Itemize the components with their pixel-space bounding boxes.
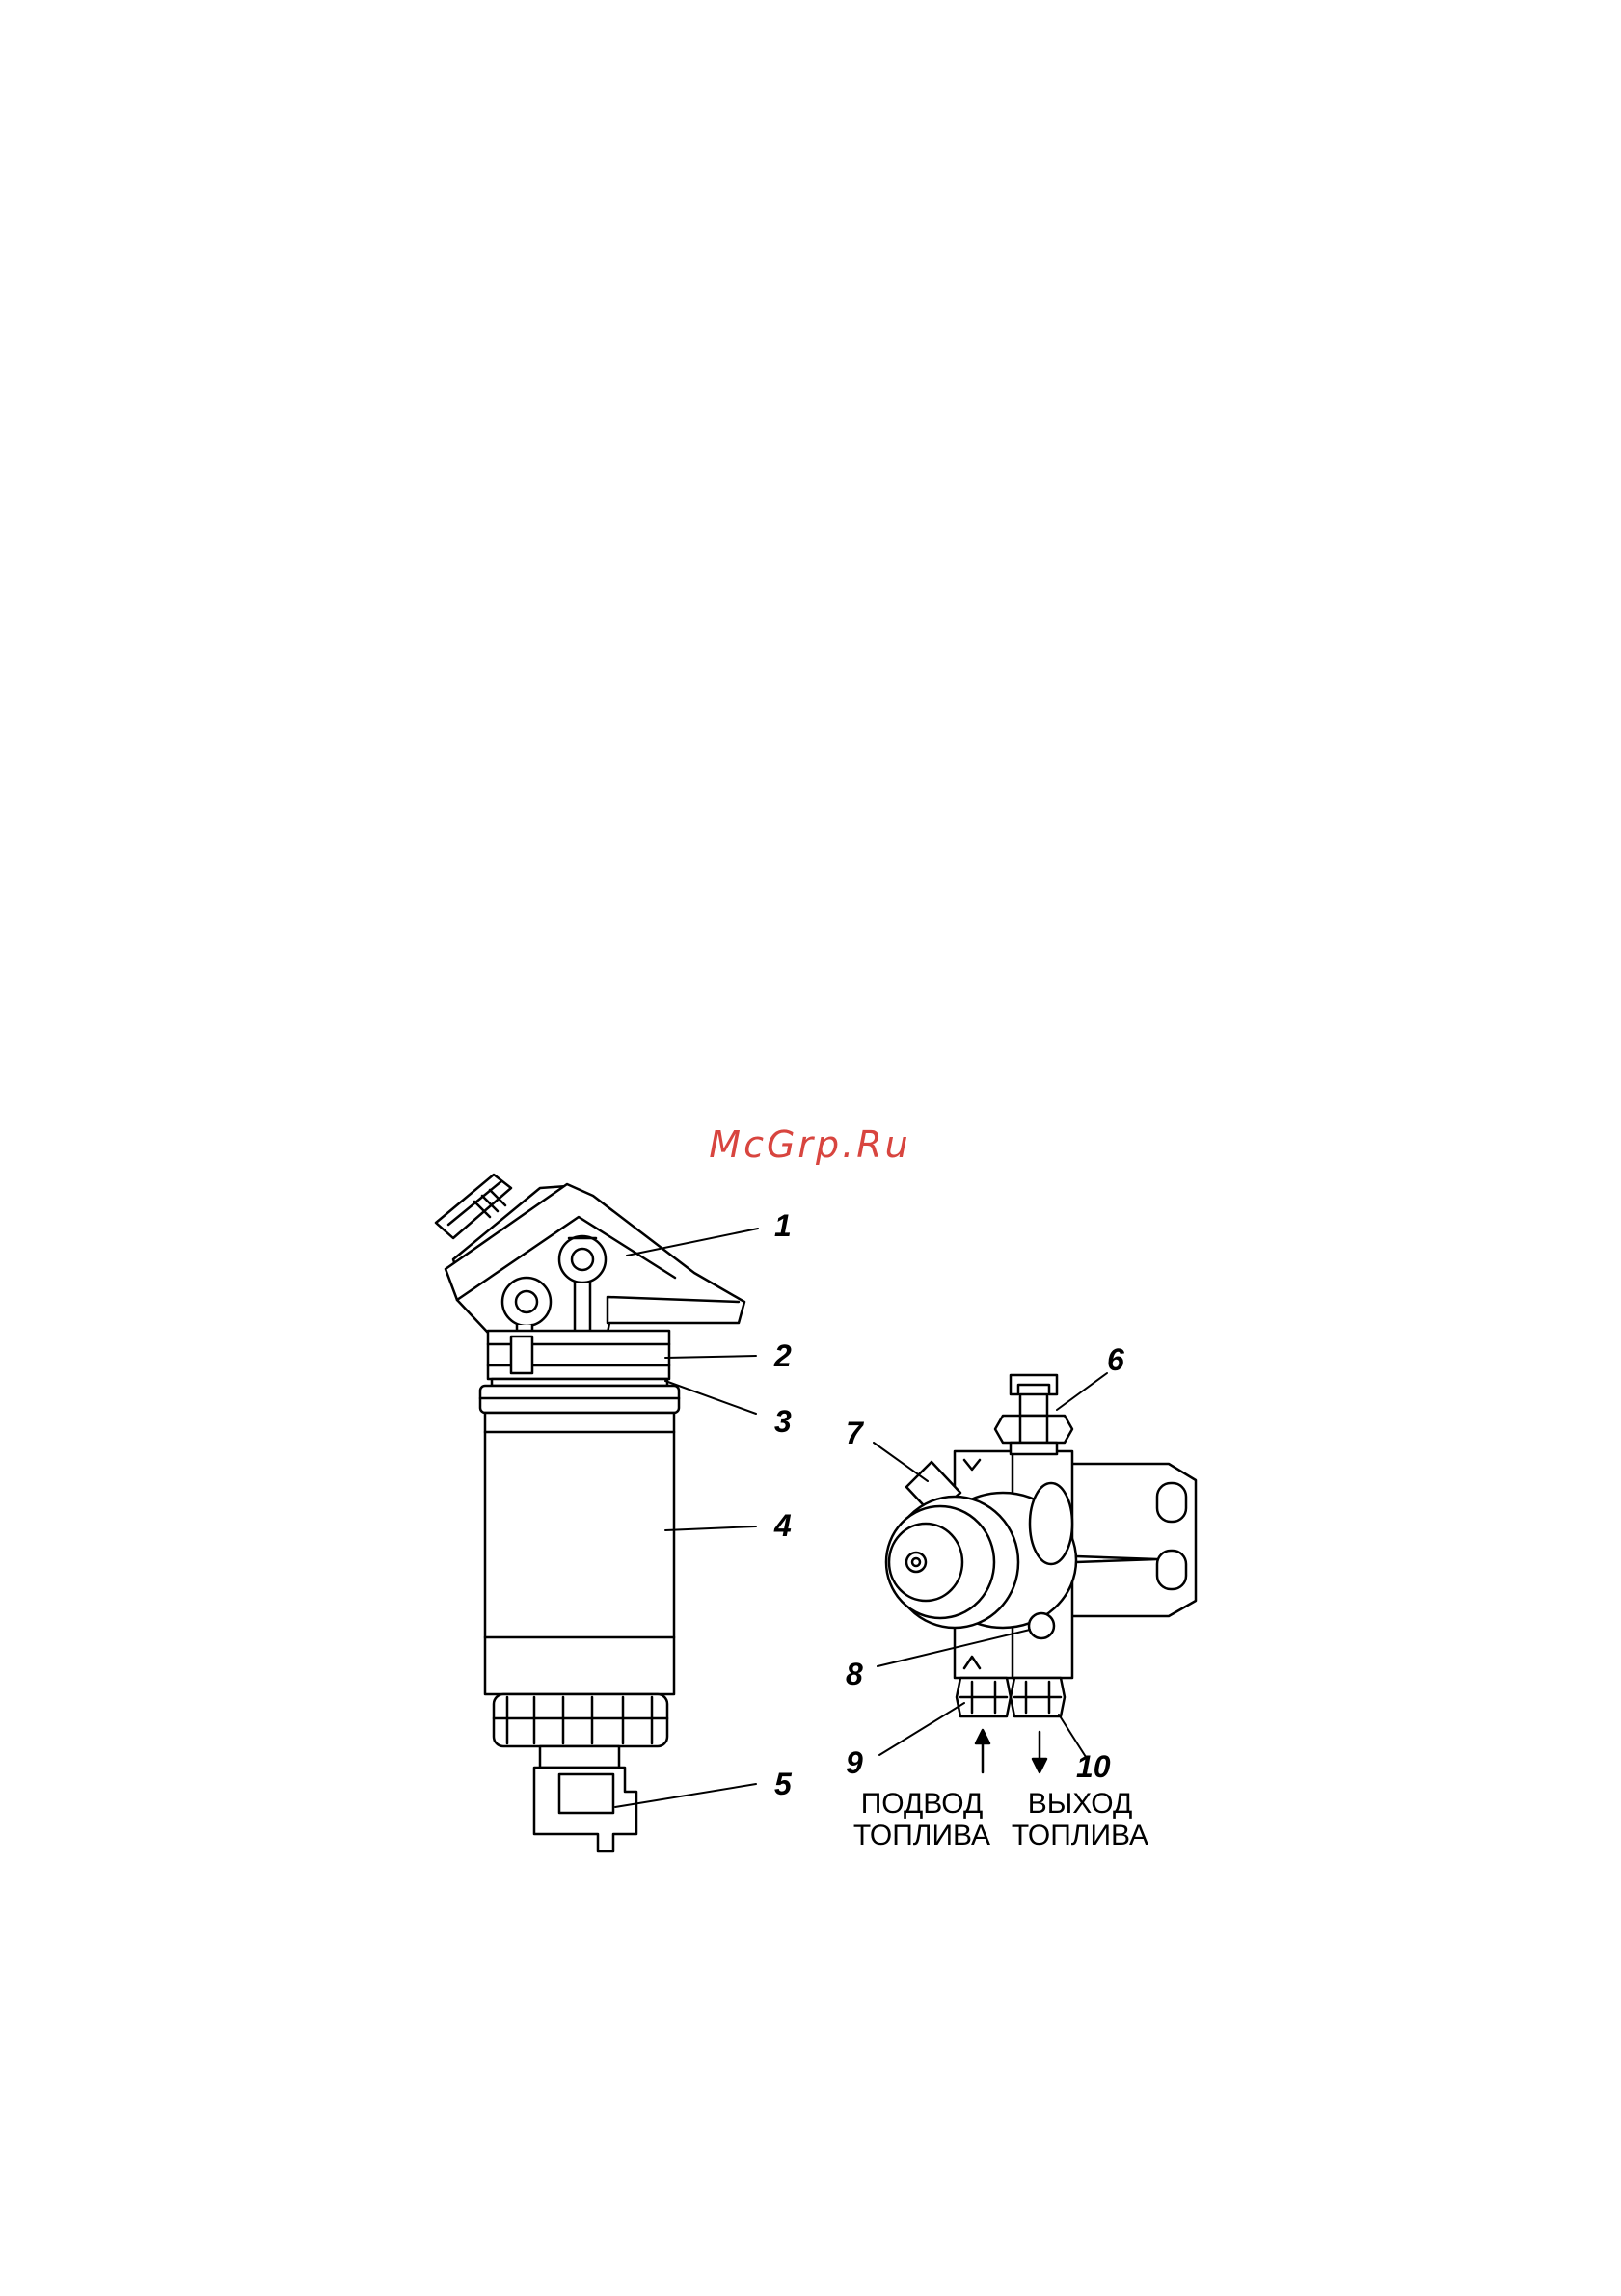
drain-valve: [534, 1746, 636, 1851]
callout-8: 8: [846, 1659, 863, 1689]
callout-1: 1: [774, 1210, 792, 1241]
outlet-caption: ВЫХОД ТОПЛИВА: [1003, 1788, 1157, 1851]
callout-6: 6: [1107, 1344, 1124, 1375]
callout-5: 5: [774, 1769, 792, 1799]
outlet-caption-line1: ВЫХОД: [1003, 1788, 1157, 1820]
outlet-caption-line2: ТОПЛИВА: [1003, 1820, 1157, 1851]
callout-10: 10: [1076, 1751, 1111, 1782]
clamp-ring: [488, 1331, 669, 1379]
inlet-caption: ПОДВОД ТОПЛИВА: [847, 1788, 997, 1851]
outlet-fitting: [1011, 1678, 1065, 1716]
filter-head-top-view: [886, 1375, 1196, 1772]
inlet-caption-line1: ПОДВОД: [847, 1788, 997, 1820]
callout-7: 7: [846, 1418, 863, 1448]
callout-2: 2: [774, 1340, 792, 1371]
inlet-fitting: [957, 1678, 1011, 1716]
callout-9: 9: [846, 1747, 863, 1778]
filter-element: [480, 1386, 679, 1746]
drain-screw: [1029, 1613, 1054, 1638]
inlet-caption-line2: ТОПЛИВА: [847, 1820, 997, 1851]
callout-3: 3: [774, 1406, 792, 1437]
watermark: McGrp.Ru: [636, 1123, 984, 1166]
bleed-screw: [995, 1375, 1072, 1454]
flow-arrows: [976, 1730, 1046, 1772]
fuel-filter-assembly: [436, 1175, 744, 1851]
callout-4: 4: [774, 1510, 792, 1541]
